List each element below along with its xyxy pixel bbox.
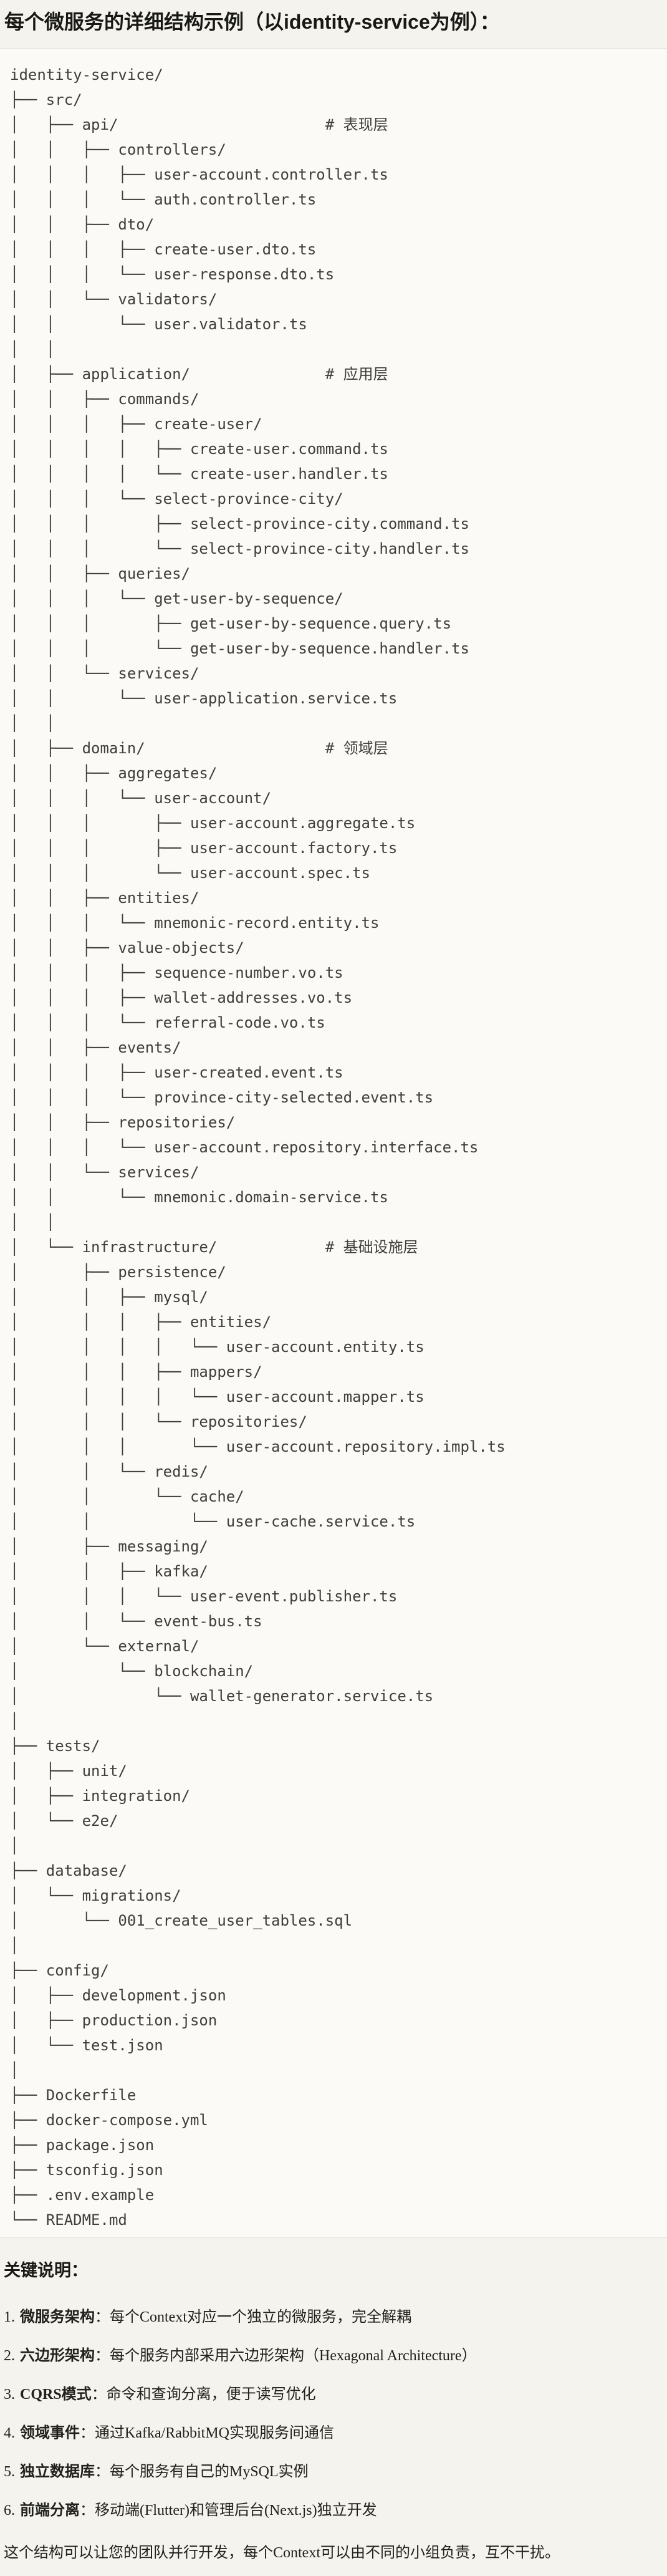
item-text: ：移动端(Flutter)和管理后台(Next.js)独立开发 [80, 2502, 377, 2519]
item-number: 4. [4, 2425, 15, 2441]
notes-section: 关键说明： 1. 微服务架构：每个Context对应一个独立的微服务，完全解耦 2… [0, 2238, 667, 2562]
item-label: 前端分离 [20, 2502, 80, 2519]
item-number: 6. [4, 2502, 15, 2519]
list-item: 6. 前端分离：移动端(Flutter)和管理后台(Next.js)独立开发 [4, 2501, 661, 2520]
item-number: 3. [4, 2386, 15, 2403]
notes-list: 1. 微服务架构：每个Context对应一个独立的微服务，完全解耦 2. 六边形架构… [4, 2308, 661, 2520]
item-text: ：每个服务有自己的MySQL实例 [95, 2464, 309, 2480]
document-page: 每个微服务的详细结构示例（以identity-service为例）： ident… [0, 9, 667, 2562]
item-text: ：每个Context对应一个独立的微服务，完全解耦 [95, 2309, 411, 2325]
item-label: 六边形架构 [20, 2348, 95, 2364]
list-item: 2. 六边形架构：每个服务内部采用六边形架构（Hexagonal Architec… [4, 2347, 661, 2365]
item-label: 微服务架构 [20, 2309, 95, 2325]
item-number: 1. [4, 2309, 15, 2325]
page-title: 每个微服务的详细结构示例（以identity-service为例）： [4, 11, 500, 33]
item-text: ：通过Kafka/RabbitMQ实现服务间通信 [80, 2425, 334, 2441]
closing-paragraph: 这个结构可以让您的团队并行开发，每个Context可以由不同的小组负责，互不干扰… [4, 2545, 560, 2561]
item-label: 领域事件 [20, 2425, 80, 2441]
list-item: 3. CQRS模式：命令和查询分离，便于读写优化 [4, 2385, 661, 2404]
item-label: 独立数据库 [20, 2464, 95, 2480]
directory-tree: identity-service/ ├── src/ │ ├── api/ # … [10, 66, 506, 2229]
list-item: 1. 微服务架构：每个Context对应一个独立的微服务，完全解耦 [4, 2308, 661, 2327]
item-text: ：命令和查询分离，便于读写优化 [91, 2386, 316, 2403]
notes-heading: 关键说明： [4, 2261, 88, 2280]
code-block: identity-service/ ├── src/ │ ├── api/ # … [0, 48, 667, 2238]
item-number: 2. [4, 2348, 15, 2364]
item-text: ：每个服务内部采用六边形架构（Hexagonal Architecture） [95, 2348, 477, 2364]
list-item: 4. 领域事件：通过Kafka/RabbitMQ实现服务间通信 [4, 2424, 661, 2443]
item-label: CQRS模式 [20, 2386, 92, 2403]
list-item: 5. 独立数据库：每个服务有自己的MySQL实例 [4, 2463, 661, 2481]
item-number: 5. [4, 2464, 15, 2480]
